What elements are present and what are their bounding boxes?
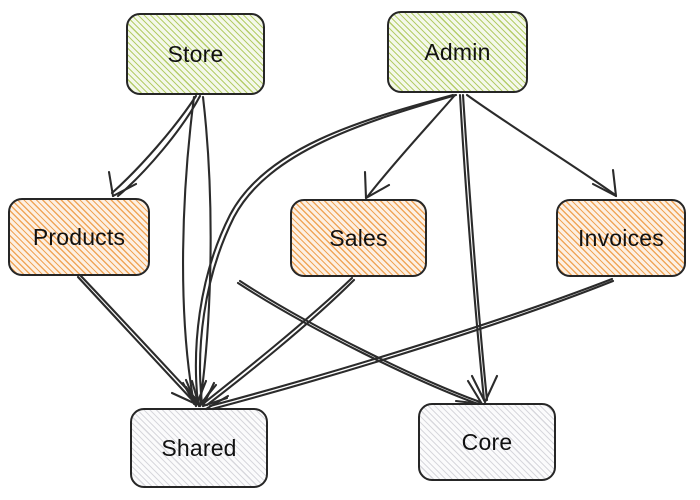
node-invoices[interactable]: Invoices	[556, 199, 686, 277]
edge-admin-invoices	[465, 93, 618, 198]
node-store[interactable]: Store	[126, 13, 265, 95]
node-core-label: Core	[461, 428, 513, 455]
node-admin-label: Admin	[424, 38, 491, 65]
node-sales[interactable]: Sales	[290, 199, 427, 277]
node-products-label: Products	[32, 223, 126, 250]
node-shared-label: Shared	[161, 434, 237, 461]
edge-admin-sales	[363, 93, 457, 200]
edge-products-shared	[76, 273, 199, 406]
node-core[interactable]: Core	[418, 403, 556, 481]
edge-invoices-core	[236, 279, 484, 406]
node-products[interactable]: Products	[8, 198, 150, 276]
node-sales-label: Sales	[329, 224, 388, 251]
node-admin[interactable]: Admin	[387, 11, 528, 93]
edge-admin-core	[458, 93, 499, 404]
edge-store-shared-a	[181, 95, 208, 408]
edge-sales-shared	[201, 276, 356, 408]
node-invoices-label: Invoices	[578, 224, 664, 251]
node-shared[interactable]: Shared	[130, 408, 268, 488]
node-store-label: Store	[167, 40, 224, 67]
